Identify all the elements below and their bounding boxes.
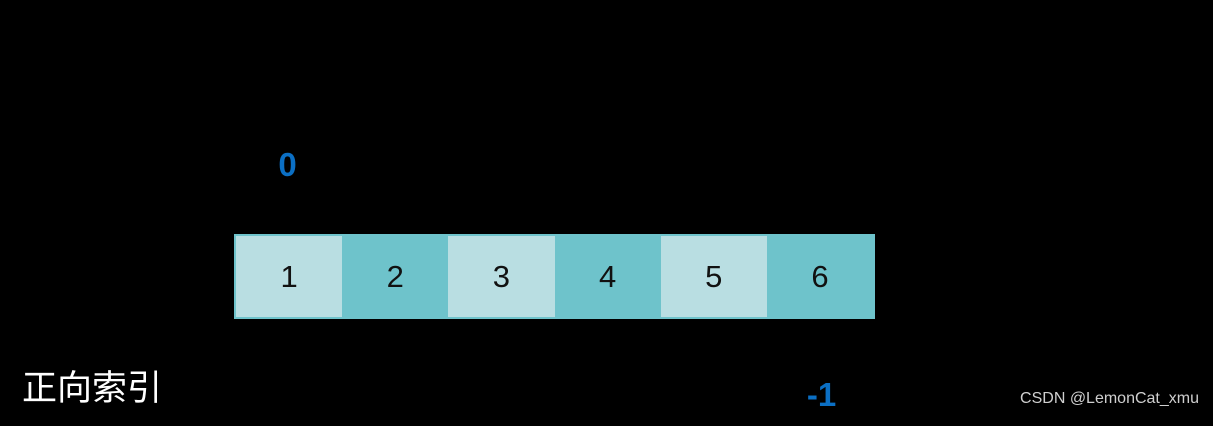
array-cell: 4 <box>554 236 661 317</box>
array-cell: 2 <box>342 236 449 317</box>
array-cell: 6 <box>766 236 874 317</box>
array-cell: 1 <box>236 236 343 317</box>
array-cell: 5 <box>660 236 767 317</box>
end-index-label: -1 <box>806 376 837 413</box>
watermark: CSDN @LemonCat_xmu <box>1020 390 1199 407</box>
array-strip: 1 2 3 4 5 6 <box>234 234 875 319</box>
array-cell: 3 <box>448 236 555 317</box>
caption-label: 正向索引 <box>22 369 163 409</box>
start-index-label: 0 <box>278 146 297 183</box>
